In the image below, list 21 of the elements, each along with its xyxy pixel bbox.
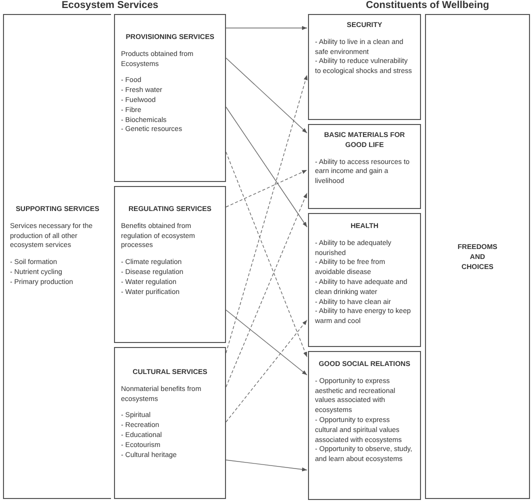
arrow: [226, 170, 308, 208]
column-heading: Ecosystem Services: [60, 0, 160, 11]
arrow: [226, 460, 308, 472]
column-heading: Constituents of Wellbeing: [365, 0, 490, 11]
arrow: [226, 26, 308, 30]
arrow: [226, 58, 308, 134]
arrow: [226, 106, 308, 228]
arrow: [226, 152, 308, 358]
service-box: [114, 14, 226, 182]
service-box: [3, 14, 111, 499]
service-box: [114, 347, 226, 499]
arrow: [226, 192, 308, 388]
service-box: [308, 213, 421, 347]
service-box: [425, 14, 530, 499]
service-box: [308, 351, 421, 500]
arrow: [226, 74, 308, 354]
service-box: [114, 186, 226, 343]
service-box: [308, 124, 421, 209]
service-box: [308, 14, 421, 120]
arrow: [226, 320, 308, 422]
arrow: [226, 310, 308, 376]
